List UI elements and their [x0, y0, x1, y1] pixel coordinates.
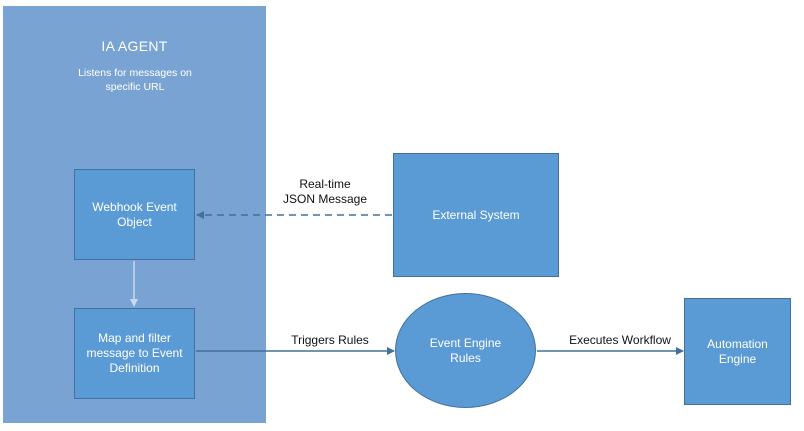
webhook-event-object-label: Webhook Event Object [92, 199, 177, 229]
ia-agent-title: IA AGENT [101, 38, 168, 54]
automation-engine-label: Automation Engine [707, 336, 768, 366]
external-system-label: External System [432, 207, 520, 222]
realtime-label-line2: JSON Message [282, 192, 368, 206]
map-filter-node: Map and filter message to Event Definiti… [74, 308, 195, 399]
event-engine-rules-node: Event Engine Rules [395, 293, 536, 408]
webhook-event-object-node: Webhook Event Object [74, 169, 195, 260]
triggers-rules-label: Triggers Rules [291, 333, 369, 347]
automation-engine-node: Automation Engine [684, 298, 791, 405]
external-system-node: External System [393, 153, 559, 277]
executes-workflow-label: Executes Workflow [569, 333, 671, 347]
ia-agent-subtitle: Listens for messages on specific URL [78, 67, 192, 93]
event-engine-rules-label: Event Engine Rules [429, 335, 502, 365]
realtime-label-line1: Real-time [299, 177, 351, 191]
map-filter-label: Map and filter message to Event Definiti… [86, 331, 183, 375]
realtime-json-label: Real-time JSON Message [270, 177, 380, 207]
